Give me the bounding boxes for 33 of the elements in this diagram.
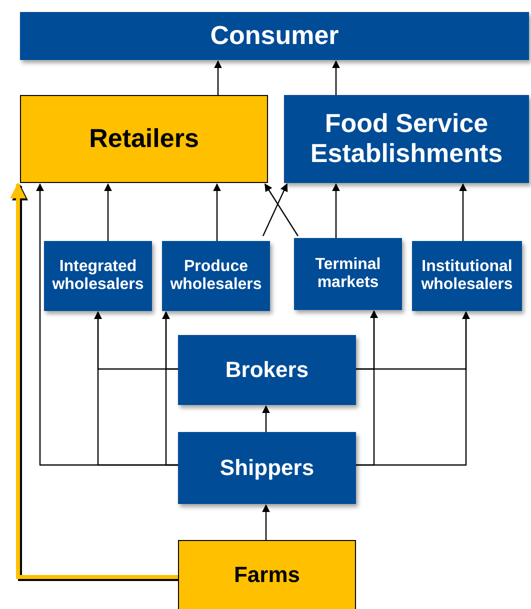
arrow: [332, 60, 340, 95]
arrow: [10, 182, 178, 579]
arrow: [213, 183, 221, 241]
box-label: Retailers: [89, 124, 199, 154]
arrow: [262, 504, 270, 540]
process-box: [20, 95, 268, 183]
process-box: [412, 241, 522, 311]
process-box: [162, 241, 270, 311]
arrow: [262, 183, 288, 236]
process-box: [178, 540, 356, 609]
box-label: Integrated wholesalers: [51, 258, 145, 294]
box-label: Terminal markets: [314, 256, 382, 292]
arrow: [332, 183, 340, 238]
arrow: [104, 183, 112, 241]
box-label: Institutional wholesalers: [420, 258, 514, 294]
process-box: [178, 432, 356, 504]
box-label: Shippers: [220, 455, 314, 481]
arrow: [459, 183, 467, 241]
process-box: [284, 95, 529, 183]
arrow: [264, 183, 298, 236]
arrow: [214, 60, 222, 95]
process-box: [294, 238, 402, 310]
box-label: Produce wholesalers: [169, 258, 263, 294]
process-box: [178, 335, 356, 405]
box-label: Consumer: [210, 21, 339, 51]
box-label: Food Service Establishments: [309, 109, 504, 169]
process-box: [20, 12, 529, 60]
box-label: Farms: [234, 562, 300, 588]
process-box: [44, 241, 152, 311]
box-label: Brokers: [225, 357, 309, 383]
arrow: [262, 405, 270, 432]
arrow: [356, 311, 470, 466]
arrow: [162, 311, 178, 466]
